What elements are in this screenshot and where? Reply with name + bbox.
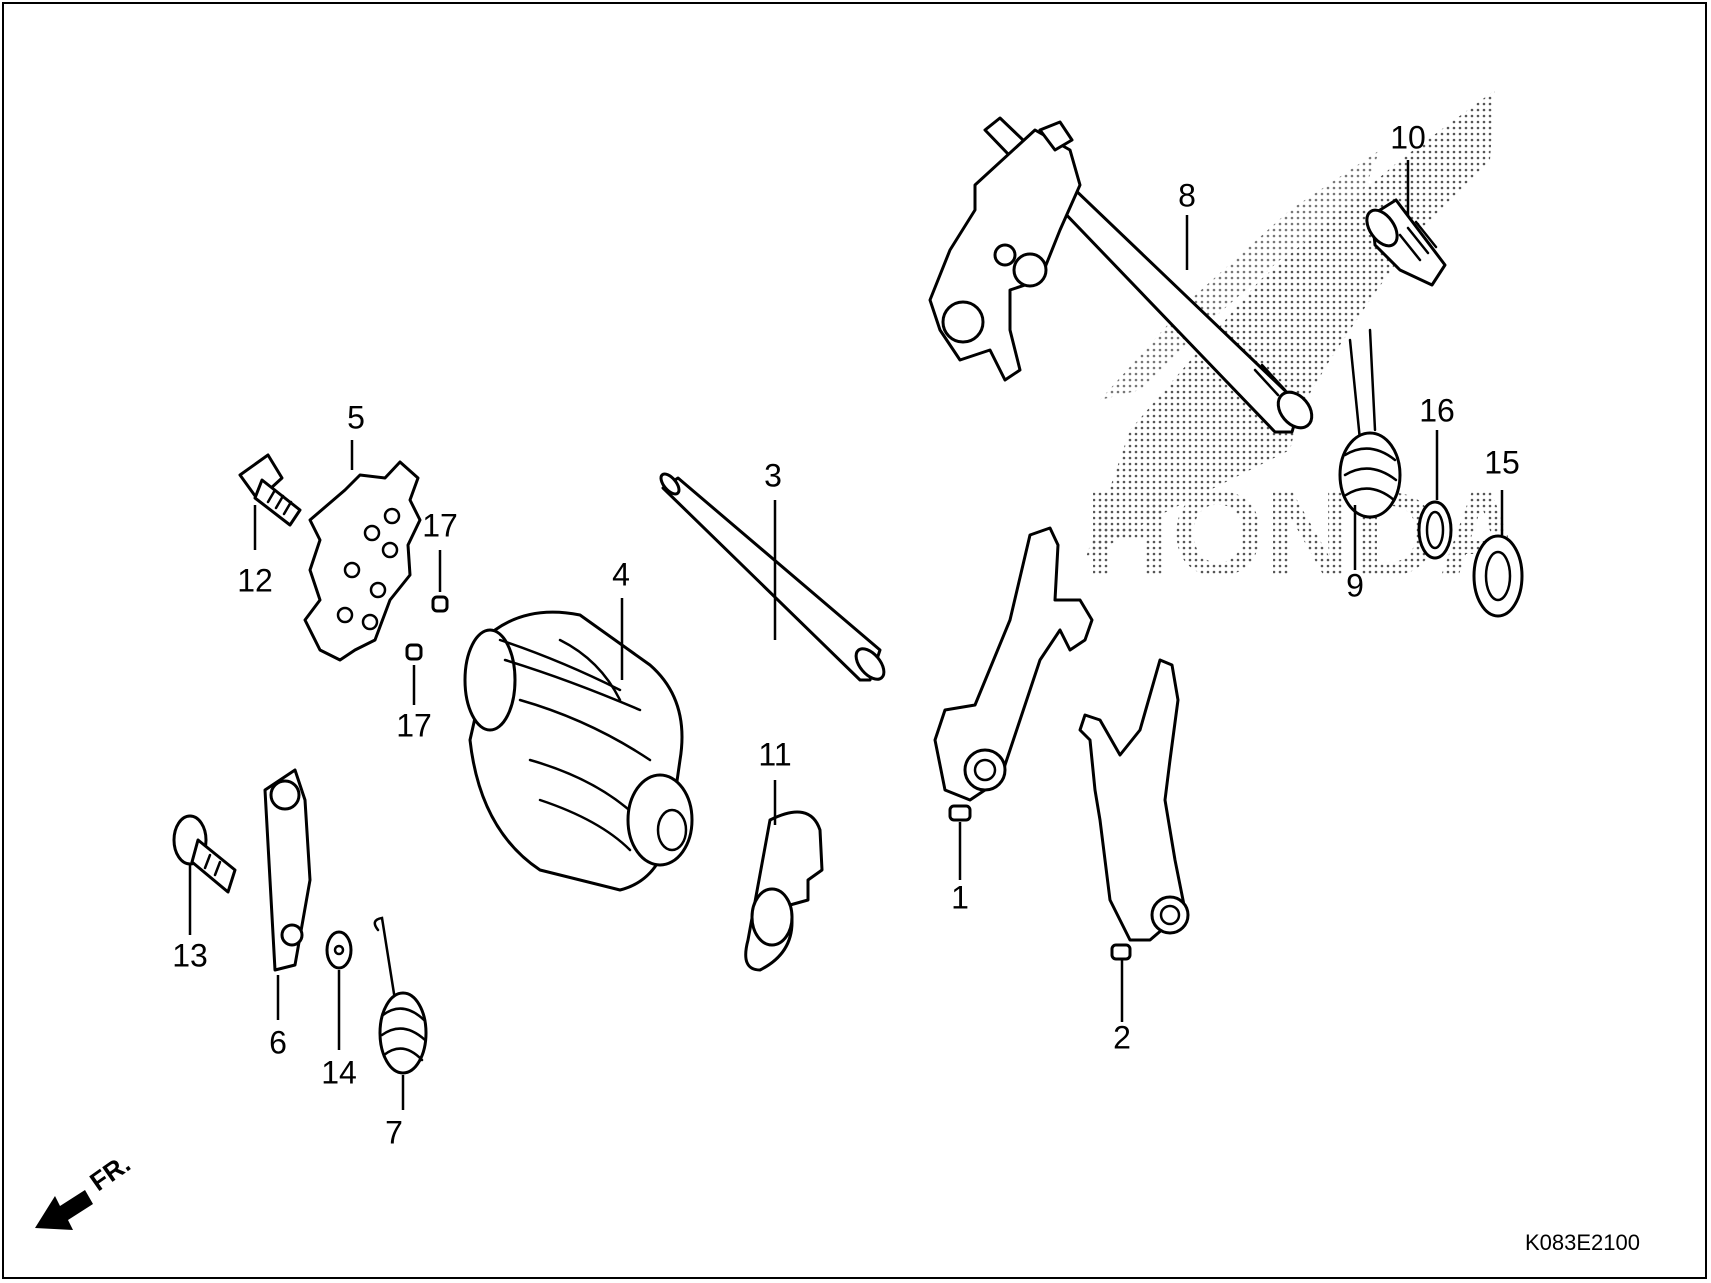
callout-8: 8	[1178, 177, 1196, 213]
callout-7: 7	[385, 1114, 403, 1150]
callout-1: 1	[951, 879, 969, 915]
callout-12: 12	[237, 562, 273, 598]
callout-5: 5	[347, 399, 365, 435]
watermark-text: HONDA	[1085, 467, 1525, 601]
honda-watermark: HONDA	[1085, 90, 1525, 601]
direction-label: FR.	[84, 1148, 136, 1197]
arrow-icon	[35, 1190, 93, 1230]
callout-14: 14	[321, 1054, 357, 1090]
dowel-pin-lower	[405, 643, 423, 661]
bolt-13	[172, 814, 237, 894]
dowel-pin-upper	[431, 595, 449, 613]
callout-6: 6	[269, 1024, 287, 1060]
callout-17-upper: 17	[422, 507, 458, 543]
callouts: 1 2 3 4 5 6 7 8 9 10 11 12 13 14 15 16 1…	[172, 119, 1520, 1150]
callout-15: 15	[1484, 444, 1520, 480]
callout-17-lower: 17	[396, 707, 432, 743]
gearshift-spindle	[928, 116, 1314, 434]
washer-15	[1472, 534, 1524, 618]
stopper-spring	[373, 916, 428, 1075]
drum-center	[303, 460, 422, 662]
leader-lines	[188, 160, 1504, 1110]
callout-13: 13	[172, 937, 208, 973]
callout-4: 4	[612, 556, 630, 592]
callout-16: 16	[1419, 392, 1455, 428]
washer-14	[325, 930, 353, 970]
shift-fork-1	[933, 526, 1094, 822]
callout-2: 2	[1113, 1019, 1131, 1055]
callout-3: 3	[764, 457, 782, 493]
callout-10: 10	[1390, 119, 1426, 155]
return-spring	[1338, 328, 1402, 519]
stopper-arm	[263, 768, 312, 972]
cover-plate	[744, 810, 824, 972]
shift-fork-2	[1078, 658, 1190, 961]
front-direction-marker: FR.	[35, 1148, 136, 1230]
stopper-bolt	[1365, 198, 1447, 287]
fork-shaft	[659, 472, 886, 682]
callout-11: 11	[758, 736, 791, 772]
shift-drum	[463, 610, 694, 892]
bolt-12	[238, 453, 302, 527]
callout-9: 9	[1346, 567, 1364, 603]
drawing-code: K083E2100	[1525, 1230, 1640, 1255]
circlip	[1417, 500, 1453, 560]
